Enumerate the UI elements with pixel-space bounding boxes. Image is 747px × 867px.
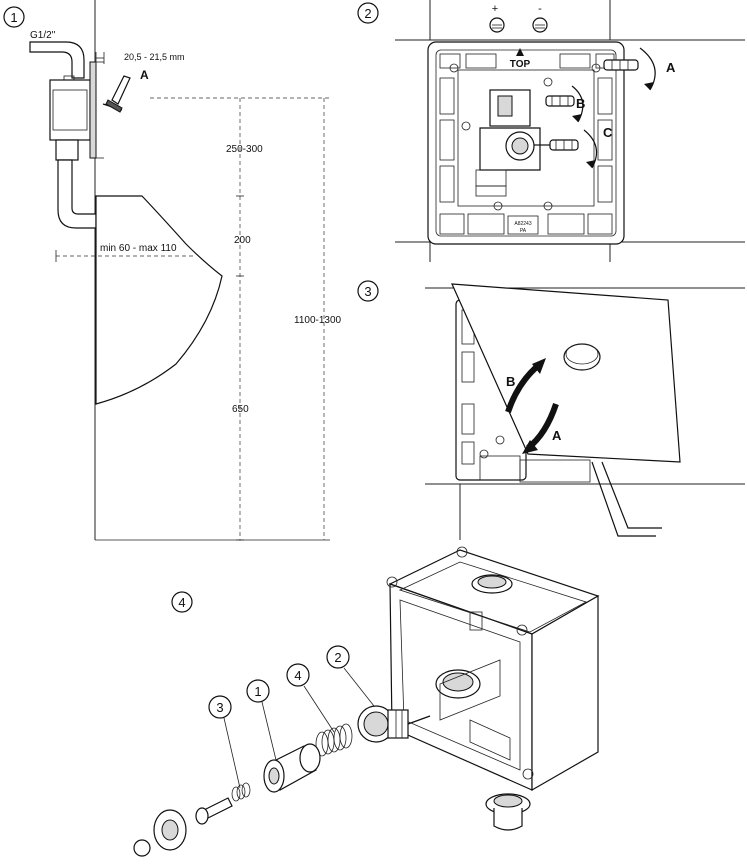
step-4-number: 4	[178, 595, 185, 610]
offset-range-label: 20,5 - 21,5 mm	[124, 52, 185, 62]
step-1-badge: 1	[3, 6, 25, 28]
bracket-foot-1	[591, 461, 656, 537]
dim-1100-1300: 1100-1300	[294, 315, 342, 326]
figure-3-cover-fitting: 3 B A	[357, 280, 745, 540]
step-3-badge: 3	[357, 280, 379, 302]
flush-pipe	[57, 159, 97, 229]
valve-assembly	[475, 89, 541, 197]
part-3-pin	[195, 782, 251, 825]
figure-2-front-view: 2 + -	[357, 0, 745, 262]
adjust-screw-a	[102, 75, 131, 113]
figure-4-exploded-view: 4	[133, 546, 600, 857]
plus-sign: +	[492, 3, 498, 15]
part-2-cartridge	[357, 705, 431, 743]
plate-line-2: PA	[520, 228, 527, 234]
bracket-foot-2	[601, 461, 662, 529]
top-label: TOP	[510, 59, 531, 70]
marker-b-fig2: B	[576, 96, 585, 111]
callout-3-number: 3	[216, 700, 223, 715]
callout-4-number: 4	[294, 668, 301, 683]
step-2-badge: 2	[357, 2, 379, 24]
callout-2-number: 2	[334, 650, 341, 665]
installation-box-3d	[386, 546, 600, 792]
box-screws	[449, 63, 601, 211]
step-3-number: 3	[364, 284, 371, 299]
marker-a: A	[140, 68, 149, 82]
figure-1-side-section: 1 G1/2'' A	[3, 0, 342, 541]
screw-c-handle	[534, 139, 579, 151]
dim-min-max-label: min 60 - max 110	[100, 243, 177, 254]
callout-4: 4	[286, 663, 335, 733]
urinal-profile	[95, 195, 223, 405]
part-4-spring	[315, 723, 353, 757]
box-ribs	[439, 53, 615, 235]
plate-line-1: A82243	[514, 221, 531, 227]
step-4-badge: 4	[171, 591, 193, 613]
cover-plate	[451, 283, 681, 463]
screw-b-handle	[545, 95, 575, 107]
top-arrow	[516, 48, 524, 56]
marker-c-fig2: C	[603, 125, 613, 140]
step-1-number: 1	[10, 10, 17, 25]
part-1-sleeve	[263, 743, 321, 793]
callout-2: 2	[326, 645, 375, 707]
valve-box	[49, 61, 104, 161]
step-2-number: 2	[364, 6, 371, 21]
dim-650: 650	[232, 404, 249, 415]
id-plate	[507, 215, 539, 235]
marker-a-fig3: A	[552, 428, 562, 443]
marker-a-fig2: A	[666, 60, 676, 75]
screw-a-handle	[603, 59, 639, 71]
callout-1: 1	[246, 679, 277, 761]
callout-3: 3	[208, 695, 241, 789]
dim-200: 200	[234, 235, 251, 246]
marker-b-fig3: B	[506, 374, 515, 389]
supply-pipe	[29, 41, 85, 83]
drain-plug	[485, 793, 531, 831]
minus-sign: -	[538, 3, 542, 15]
dim-250-300: 250-300	[226, 144, 263, 155]
connector-label: G1/2''	[30, 30, 56, 41]
push-button	[133, 809, 187, 857]
box-inner	[457, 69, 595, 207]
callout-1-number: 1	[254, 684, 261, 699]
